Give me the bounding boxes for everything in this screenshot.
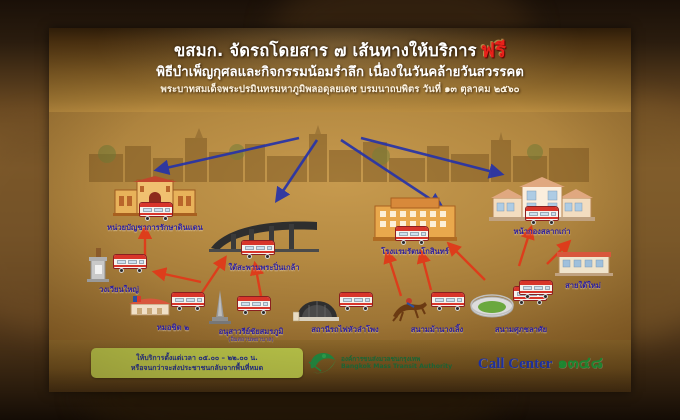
bmta-logo-text: องค์การขนส่งมวลชนกรุงเทพ Bangkok Mass Tr…	[341, 355, 452, 372]
label-pinklao-bridge: ใต้สะพานพระปิ่นเกล้า	[228, 263, 300, 272]
service-hours-line-2: หรือจนกว่าจะส่งประชาชนกลับจากพื้นที่หมด	[130, 364, 264, 372]
poster-subtitle-1: พิธีบำเพ็ญกุศลและกิจกรรมน้อมรำลึก เนื่อง…	[156, 65, 524, 80]
wongwian-yai-monument-icon	[87, 248, 109, 282]
city-skyline-decoration	[89, 125, 589, 182]
label-supachalasai-stadium: สนามศุภชลาศัย	[494, 325, 548, 334]
poster-header-sheen	[49, 28, 631, 112]
poster-subtitle-2: พระบาทสมเด็จพระปรมินทรมหาภูมิพลอดุลยเดช …	[160, 84, 520, 95]
victory-monument-icon	[209, 290, 231, 324]
poster-title-free-badge: ฟรี	[480, 38, 507, 62]
bus-icon-rattanakosin-hotel	[395, 226, 429, 245]
sai-tai-mai-terminal-icon	[555, 252, 613, 276]
label-victory-monument: อนุสาวรีย์ชัยสมรภูมิ	[218, 327, 284, 336]
bus-icon-nang-loeng-racecourse	[431, 292, 465, 311]
bus-icon-territorial-defence	[139, 202, 173, 221]
node-territorial-defence: หน่วยบัญชาการรักษาดินแดน	[107, 176, 203, 232]
label-nang-loeng-racecourse: สนามม้านางเลิ้ง	[410, 325, 464, 334]
poster-title-main: ขสมก. จัดรถโดยสาร ๗ เส้นทางให้บริการ	[173, 41, 477, 60]
horse-racing-icon	[392, 298, 427, 322]
label-wongwian-yai: วงเวียนใหญ่	[99, 285, 139, 294]
bmta-logo-icon	[308, 353, 336, 374]
label-territorial-defence: หน่วยบัญชาการรักษาดินแดน	[107, 223, 203, 232]
call-center-number: ๑๓๔๘	[557, 353, 603, 372]
bmta-name-thai: องค์การขนส่งมวลชนกรุงเทพ	[341, 354, 421, 363]
label-hua-lamphong-station: สถานีรถไฟหัวลำโพง	[311, 325, 379, 334]
bmta-logo-block: องค์การขนส่งมวลชนกรุงเทพ Bangkok Mass Tr…	[307, 350, 452, 376]
poster-header-band	[49, 28, 631, 112]
bus-icon-victory-monument	[237, 296, 271, 315]
node-rattanakosin-hotel: โรงแรมรัตนโกสินทร์	[367, 196, 463, 256]
bus-icon-old-lottery-office	[525, 206, 559, 225]
label-victory-monument-sub: (อิ่มสถานพยาบาล)	[228, 337, 274, 343]
label-sai-tai-mai: สายใต้ใหม่	[565, 281, 601, 290]
poster-title-main-line: ขสมก. จัดรถโดยสาร ๗ เส้นทางให้บริการฟรี	[49, 40, 631, 61]
bmta-name-english: Bangkok Mass Transit Authority	[341, 363, 453, 370]
label-mochit-2: หมอชิต ๒	[156, 323, 190, 332]
bus-icon-pinklao-bridge	[241, 240, 275, 259]
service-hours-note: ให้บริการตั้งแต่เวลา ๐๕.๐๐ – ๒๒.๐๐ น. หร…	[91, 348, 303, 378]
bus-icon-mochit-2	[171, 292, 205, 311]
mochit-terminal-icon	[129, 296, 171, 316]
label-rattanakosin-hotel: โรงแรมรัตนโกสินทร์	[381, 247, 449, 256]
call-center-label: Call Center	[477, 356, 553, 372]
label-old-lottery-office: หน้ากองสลากเก่า	[513, 227, 571, 236]
node-old-lottery-office: หน้ากองสลากเก่า	[489, 176, 595, 236]
call-center-block[interactable]: Call Center ๑๓๔๘	[478, 351, 603, 376]
hua-lamphong-station-icon	[293, 301, 339, 322]
node-sai-tai-mai-bus	[519, 280, 553, 299]
node-pinklao-bridge: ใต้สะพานพระปิ่นเกล้า	[209, 218, 319, 272]
bus-icon-wongwian-yai	[113, 254, 147, 273]
stadium-icon	[470, 294, 514, 318]
poster-title-block: ขสมก. จัดรถโดยสาร ๗ เส้นทางให้บริการฟรี …	[49, 40, 631, 97]
transit-poster: ขสมก. จัดรถโดยสาร ๗ เส้นทางให้บริการฟรี …	[49, 28, 631, 392]
bus-icon-hua-lamphong-station	[339, 292, 373, 311]
bus-icon-sai-tai-mai	[519, 280, 553, 299]
service-hours-line-1: ให้บริการตั้งแต่เวลา ๐๕.๐๐ – ๒๒.๐๐ น.	[136, 354, 258, 362]
